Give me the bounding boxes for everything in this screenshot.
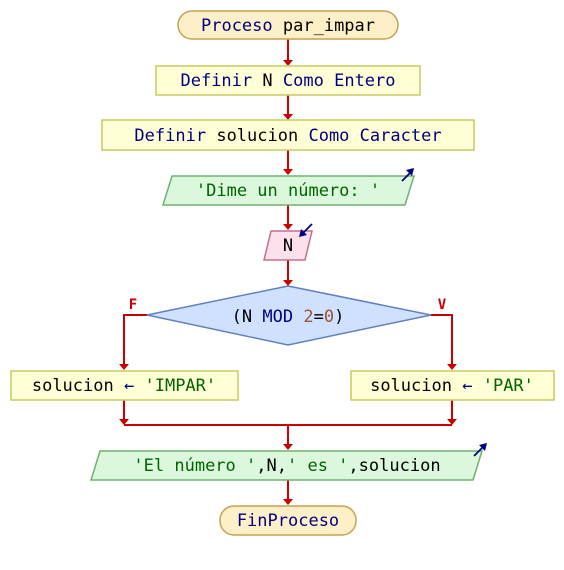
define-solucion-node[interactable]: Definir solucion Como Caracter — [101, 119, 475, 151]
write-result-label: 'El número ',N,' es ',solucion — [133, 456, 440, 476]
decision-shape — [146, 285, 432, 346]
edge-arrowhead — [283, 60, 293, 66]
output-arrow-icon — [401, 168, 414, 182]
edge-arrowhead — [283, 224, 293, 230]
write-result-node[interactable]: 'El número ',N,' es ',solucion — [89, 443, 487, 481]
edge-arrowhead — [283, 499, 293, 505]
decision-node[interactable]: (N MOD 2=0) — [146, 285, 432, 346]
true-branch-label: V — [438, 297, 447, 313]
write-prompt-label: 'Dime un número: ' — [196, 181, 380, 201]
edge-arrowhead — [119, 419, 129, 425]
write-prompt-shape — [161, 175, 416, 206]
end-node-label: FinProceso — [237, 511, 339, 531]
read-n-label: N — [283, 236, 293, 256]
start-node-shape — [177, 10, 399, 40]
edge-arrowhead — [283, 444, 293, 450]
define-n-shape — [155, 65, 421, 96]
edge-arrowhead — [283, 114, 293, 120]
edges — [119, 39, 457, 505]
assign-impar-shape — [10, 370, 239, 401]
edge-decision-false — [123, 314, 147, 364]
assign-impar-label: solucion ← 'IMPAR' — [32, 376, 216, 396]
decision-label: (N MOD 2=0) — [232, 307, 345, 327]
false-branch-label: F — [129, 297, 137, 313]
start-node[interactable]: Proceso par_impar — [177, 10, 399, 40]
edge-arrowhead — [447, 364, 457, 370]
read-n-node[interactable]: N — [263, 223, 313, 261]
edge-decision-true — [431, 314, 453, 364]
write-prompt-node[interactable]: 'Dime un número: ' — [161, 168, 416, 206]
assign-par-node[interactable]: solucion ← 'PAR' — [350, 370, 555, 401]
start-node-label: Proceso par_impar — [201, 16, 375, 36]
define-solucion-label: Definir solucion Como Caracter — [134, 126, 441, 146]
define-solucion-shape — [101, 119, 475, 151]
assign-impar-node[interactable]: solucion ← 'IMPAR' — [10, 370, 239, 401]
end-node-shape — [219, 505, 357, 536]
assign-par-label: solucion ← 'PAR' — [370, 376, 534, 396]
end-node[interactable]: FinProceso — [219, 505, 357, 536]
input-arrow-icon — [299, 223, 313, 237]
output-arrow-icon — [473, 443, 487, 457]
edge-arrowhead — [283, 169, 293, 175]
define-n-label: Definir N Como Entero — [180, 71, 395, 91]
edge-arrowhead — [283, 280, 293, 286]
read-n-shape — [263, 230, 313, 261]
edge-arrowhead — [119, 364, 129, 370]
write-result-shape — [89, 450, 484, 481]
assign-par-shape — [350, 370, 555, 401]
edge-arrowhead — [447, 419, 457, 425]
define-n-node[interactable]: Definir N Como Entero — [155, 65, 421, 96]
